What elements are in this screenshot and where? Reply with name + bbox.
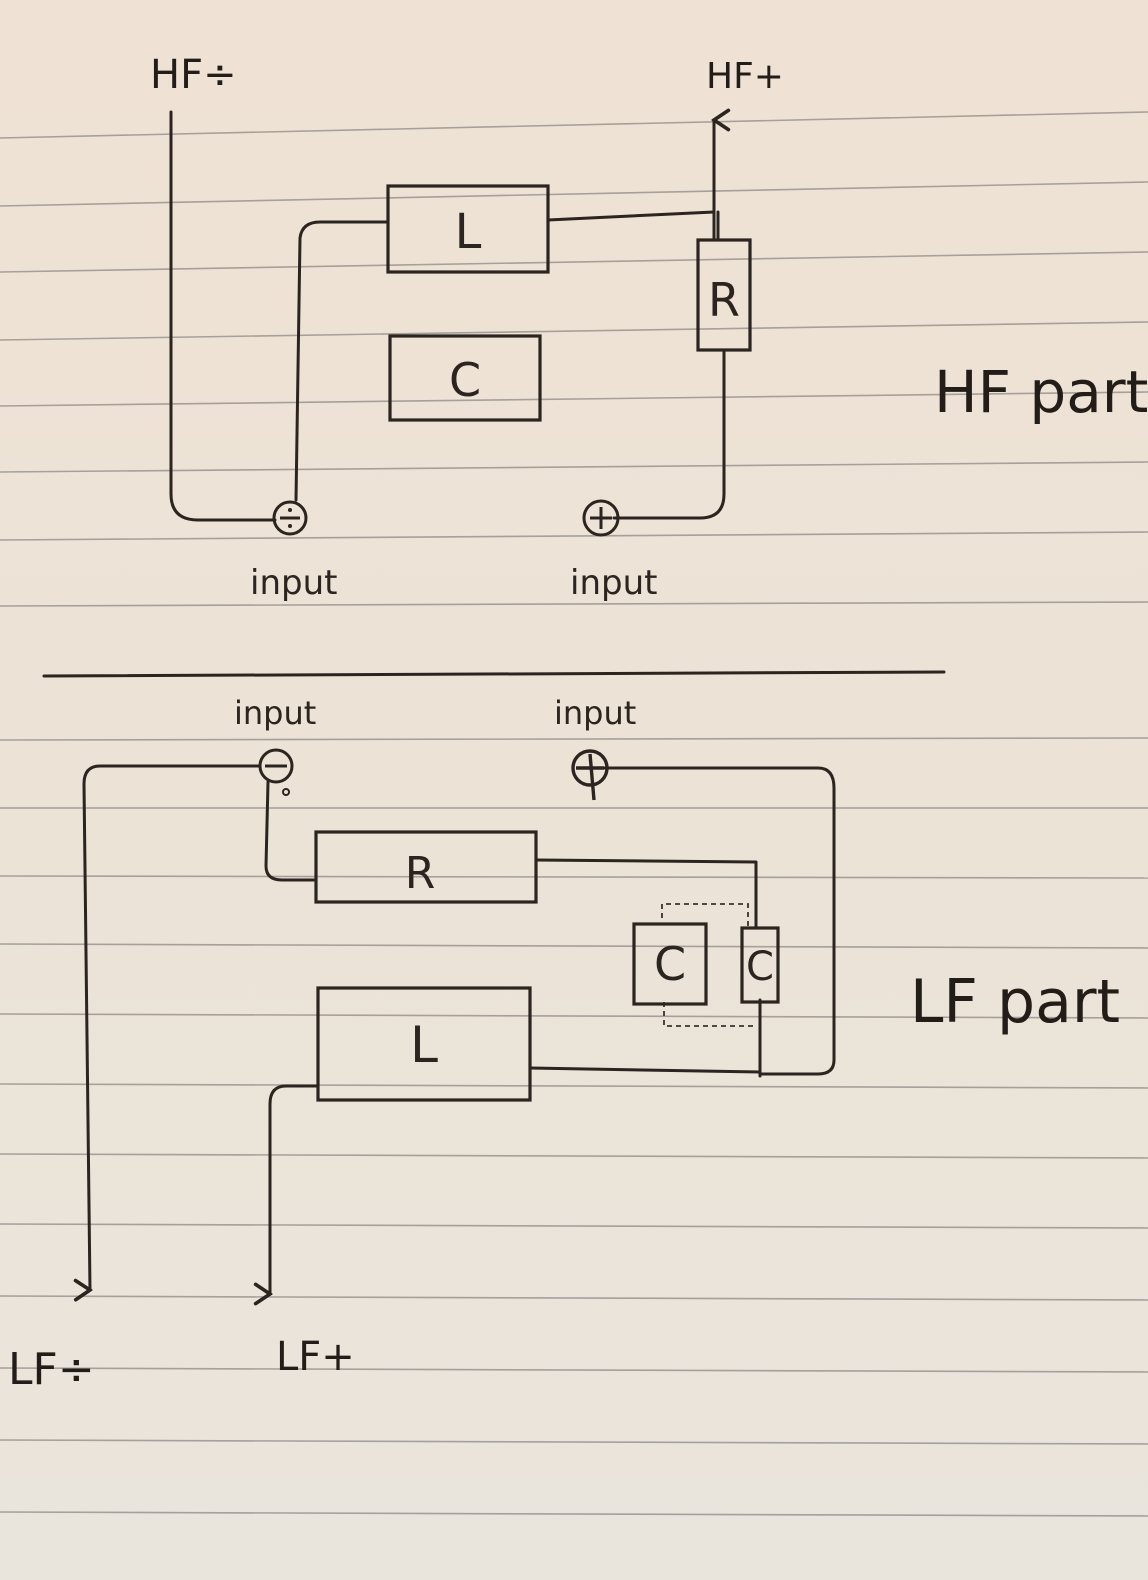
lf-resistor-symbol: R	[405, 848, 436, 899]
hf-capacitor-box	[388, 334, 542, 422]
lf-resistor-to-capacitor-wire	[534, 858, 758, 928]
lf-capacitor-2-symbol: C	[746, 944, 774, 990]
lf-resistor-box	[314, 830, 538, 904]
lf-input-to-resistor-wire	[264, 780, 318, 882]
lf-capacitor-1-symbol: C	[654, 937, 686, 991]
hf-positive-terminal-icon	[582, 499, 620, 537]
hf-negative-terminal-icon	[272, 500, 308, 536]
lf-plus-input-wire	[598, 766, 836, 1076]
lf-inductor-box	[316, 986, 532, 1102]
lf-section: input input LF part LF÷ LF+ R C C L	[8, 694, 1120, 1395]
hf-part-label: HF part	[934, 358, 1148, 426]
lf-positive-terminal-icon	[571, 749, 609, 801]
lf-capacitor-dashed-bottom	[663, 1002, 756, 1027]
lf-plus-label: LF+	[276, 1334, 355, 1380]
ruled-lines	[0, 111, 1148, 1517]
section-divider	[42, 670, 946, 678]
hf-inductor-symbol: L	[455, 204, 482, 260]
hf-resistor-symbol: R	[708, 273, 740, 327]
lf-minus-label: LF÷	[8, 1344, 95, 1395]
lf-minus-wire	[84, 764, 262, 1290]
lf-negative-terminal-icon	[258, 748, 294, 796]
hf-minus-label: HF÷	[150, 52, 237, 98]
lf-input-minus-label: input	[234, 694, 316, 732]
lf-plus-wire	[270, 1084, 320, 1294]
hf-capacitor-symbol: C	[449, 353, 481, 407]
hf-resistor-to-input-wire	[612, 348, 726, 520]
lf-inductor-right-wire	[528, 1066, 762, 1074]
lf-input-plus-label: input	[554, 694, 636, 732]
hf-inductor-box	[386, 184, 550, 274]
hf-input-to-inductor-wire	[294, 220, 390, 502]
lf-capacitor-1-box	[632, 922, 708, 1006]
lf-inductor-symbol: L	[410, 1016, 438, 1074]
lf-capacitor-2-box	[740, 926, 780, 1004]
hf-resistor-box	[696, 238, 752, 352]
lf-part-label: LF part	[910, 967, 1120, 1037]
hf-section: HF÷ HF+ HF part L C R input	[150, 52, 1148, 603]
hf-input-plus-label: input	[570, 563, 657, 603]
hf-input-minus-label: input	[250, 563, 337, 603]
hf-inductor-output-wire	[546, 210, 716, 222]
hf-minus-wire	[169, 110, 277, 522]
lf-capacitor-dashed-top	[661, 903, 749, 928]
hf-plus-label: HF+	[706, 56, 784, 97]
